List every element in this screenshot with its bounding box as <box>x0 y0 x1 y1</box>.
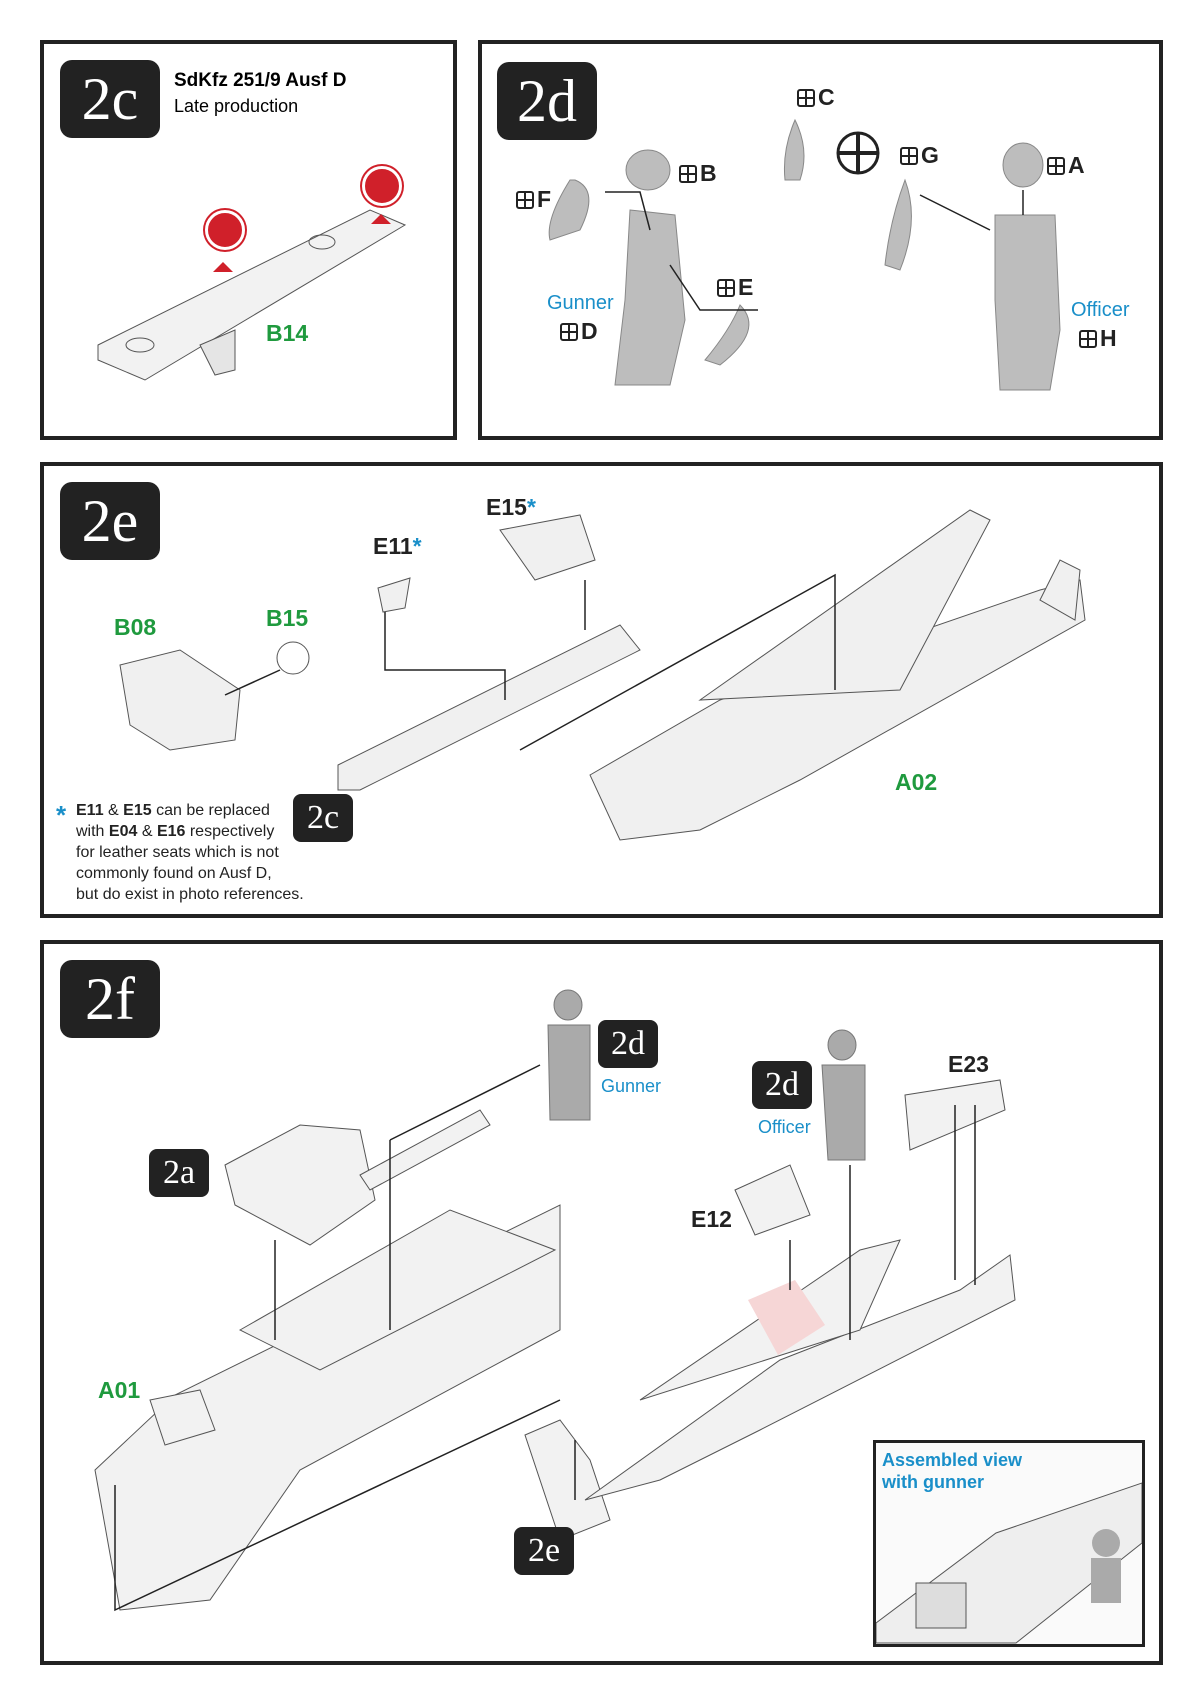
sprue-icon <box>516 190 534 209</box>
asterisk: * <box>412 533 422 559</box>
part-label-h: H <box>1079 325 1117 352</box>
glue-marker-icon <box>362 166 402 206</box>
part-letter: E <box>738 274 754 300</box>
officer-label: Officer <box>1071 299 1130 321</box>
part-label-f: F <box>516 186 551 213</box>
note-text: & <box>103 802 124 819</box>
part-code: E15 <box>486 494 527 520</box>
part-label-g: G <box>900 142 939 169</box>
part-letter: A <box>1068 152 1085 178</box>
note-part: E15 <box>123 802 152 819</box>
part-label-e11: E11* <box>373 533 422 560</box>
asterisk: * <box>56 800 67 830</box>
part-label-b14: B14 <box>266 320 309 346</box>
part-letter: H <box>1100 325 1117 351</box>
part-label-e: E <box>717 274 753 301</box>
gunner-label: Gunner <box>601 1076 662 1096</box>
sprue-icon <box>900 146 918 165</box>
sprue-icon <box>797 88 815 107</box>
note-text: respectively <box>185 823 275 840</box>
part-label-c: C <box>797 84 835 111</box>
note-text: can be replaced <box>151 802 270 819</box>
gunner-label: Gunner <box>547 292 614 314</box>
part-code: E11 <box>373 533 413 559</box>
sprue-icon <box>717 278 735 297</box>
replacement-note: E11 & E15 can be replaced with E04 & E16… <box>76 800 304 905</box>
note-text: for leather seats which is not <box>76 844 279 861</box>
note-text: commonly found on Ausf D, <box>76 865 272 882</box>
part-letter: C <box>818 84 835 110</box>
sprue-icon <box>560 322 578 341</box>
assembled-view-inset: Assembled view with gunner <box>873 1440 1145 1647</box>
ref-badge-2c: 2c <box>293 794 353 842</box>
inset-caption: Assembled view with gunner <box>882 1449 1022 1493</box>
inset-caption-line: with gunner <box>882 1472 984 1492</box>
asterisk: * <box>526 494 536 520</box>
part-label-e23: E23 <box>948 1051 989 1077</box>
part-label-d: D <box>560 318 598 345</box>
step-badge-2c: 2c <box>60 60 160 138</box>
part-label-a: A <box>1047 152 1085 179</box>
step-badge-2f: 2f <box>60 960 160 1038</box>
part-label-b15: B15 <box>266 605 309 631</box>
step-badge-2d: 2d <box>497 62 597 140</box>
ref-badge-2d-officer: 2d <box>752 1061 812 1109</box>
part-label-e12: E12 <box>691 1206 732 1232</box>
part-letter: B <box>700 160 717 186</box>
part-label-b08: B08 <box>114 614 157 640</box>
sprue-icon <box>1047 156 1065 175</box>
part-label-a02: A02 <box>895 769 938 795</box>
note-part: E04 <box>108 823 138 840</box>
sprue-icon <box>1079 329 1097 348</box>
assembled-view-drawing <box>876 1482 1142 1644</box>
ref-badge-2a: 2a <box>149 1149 209 1197</box>
note-text: with <box>76 823 109 840</box>
ref-badge-2e: 2e <box>514 1527 574 1575</box>
part-label-e15: E15* <box>486 494 536 521</box>
glue-marker-icon <box>205 210 245 250</box>
step-badge-2e: 2e <box>60 482 160 560</box>
part-letter: F <box>537 186 552 212</box>
note-part: E11 <box>76 802 104 819</box>
part-letter: G <box>921 142 939 168</box>
step-subtitle: Late production <box>174 96 299 116</box>
inset-caption-line: Assembled view <box>882 1450 1023 1470</box>
step-title: SdKfz 251/9 Ausf D <box>174 70 347 91</box>
note-part: E16 <box>156 823 186 840</box>
sprue-icon <box>679 164 697 183</box>
note-text: but do exist in photo references. <box>76 886 304 903</box>
part-label-a01: A01 <box>98 1377 141 1403</box>
officer-label: Officer <box>758 1117 811 1137</box>
ref-badge-2d-gunner: 2d <box>598 1020 658 1068</box>
note-text: & <box>137 823 157 840</box>
part-letter: D <box>581 318 598 344</box>
part-label-b: B <box>679 160 717 187</box>
